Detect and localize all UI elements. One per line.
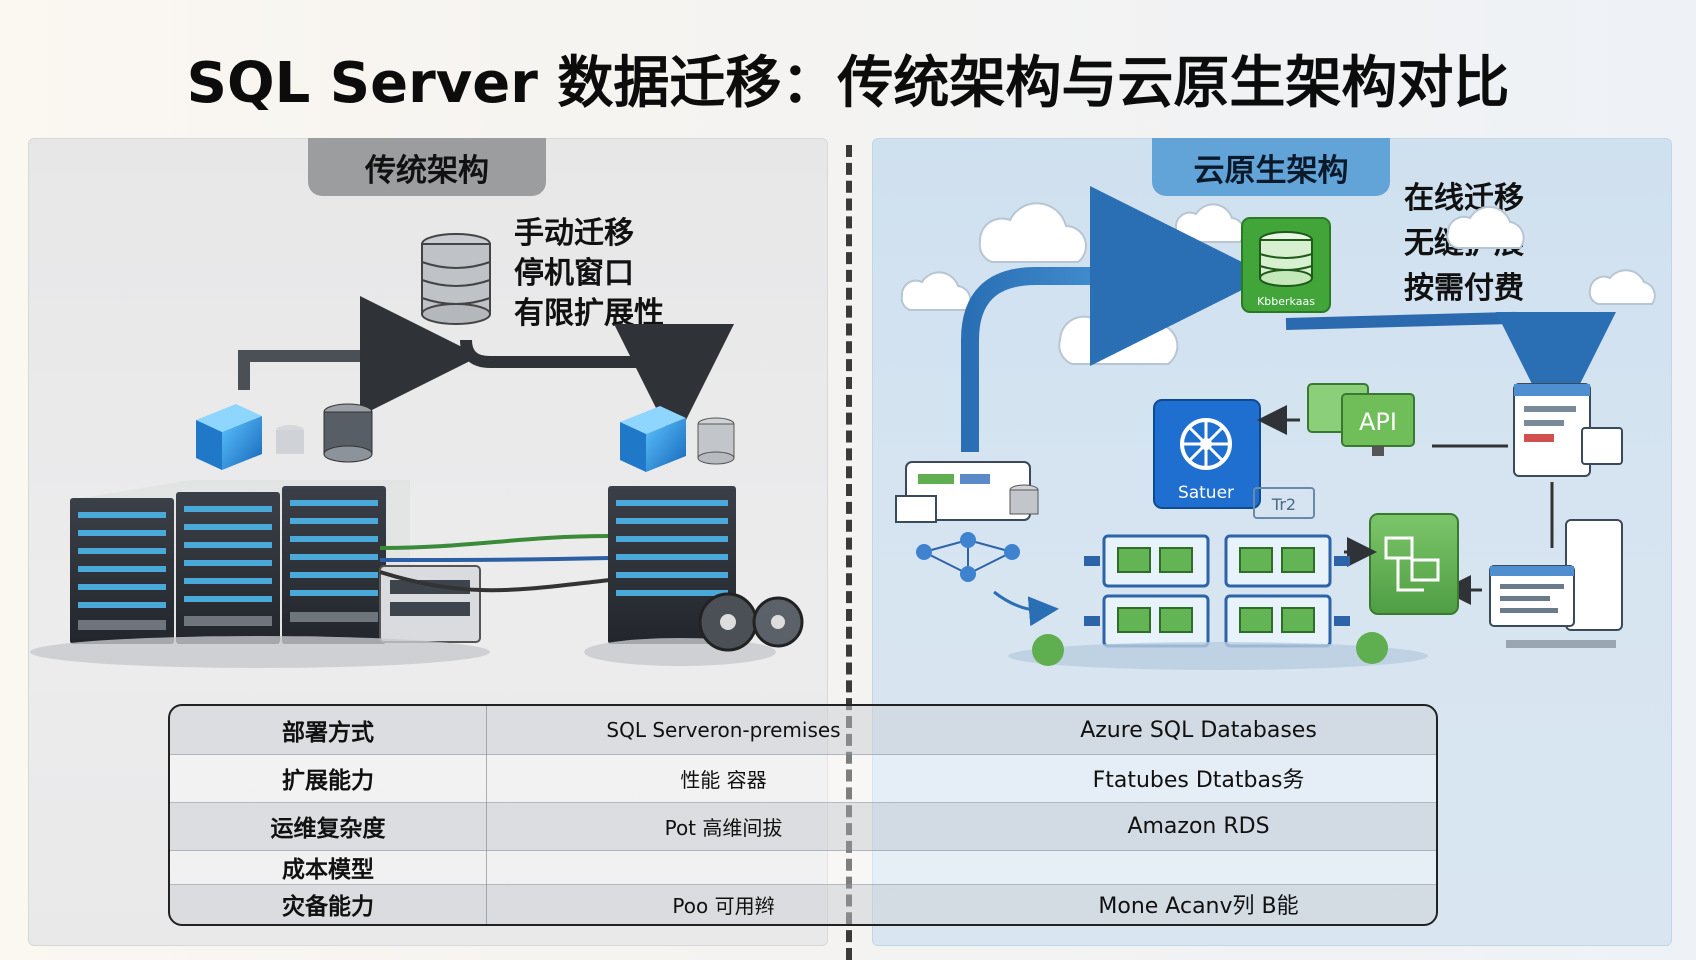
row-cloud-disaster-recovery: Mone Acanv列 B能 <box>1098 894 1299 919</box>
panel-divider <box>846 145 852 960</box>
row-label-scalability: 扩展能力 <box>282 768 374 794</box>
row-label-cost-model: 成本模型 <box>282 857 374 883</box>
source-server-rack <box>30 480 490 668</box>
database-stack-icon <box>421 233 491 325</box>
api-monitor-icon: API <box>1307 383 1415 456</box>
cloud-features: 在线迁移 无缝扩展 按需付费 <box>1404 176 1524 311</box>
network-mesh-icon <box>895 461 1039 582</box>
row-traditional-ops-complexity: Pot 高维间拔 <box>664 815 783 840</box>
target-server-rack <box>584 486 776 666</box>
tape-reel-icon <box>698 592 804 652</box>
application-window-icon <box>1513 383 1623 477</box>
service-label: Satuer <box>1178 483 1234 503</box>
row-label-disaster-recovery: 灾备能力 <box>282 894 374 920</box>
migration-arrow-to-kubernetes <box>961 186 1270 452</box>
migrate-arrow-in <box>238 296 480 416</box>
row-cloud-ops-complexity: Amazon RDS <box>1127 813 1270 839</box>
table-row: 扩展能力 性能 容器 Ftatubes Dtatbas务 <box>170 754 1436 803</box>
page-title: SQL Server 数据迁移：传统架构与云原生架构对比 <box>186 51 1510 116</box>
small-tag-label: Tr2 <box>1271 495 1296 514</box>
table-column-divider <box>486 706 487 924</box>
mesh-to-cluster-arrow <box>993 590 1059 627</box>
feature-manual-migration: 手动迁移 <box>514 216 634 251</box>
source-disks-icon <box>276 403 373 463</box>
table-row: 运维复杂度 Pot 高维间拔 Amazon RDS <box>170 802 1436 851</box>
target-cube-icon <box>620 406 686 472</box>
row-traditional-deployment: SQL Serveron-premises <box>606 718 841 742</box>
migrate-arrow-out <box>460 324 734 444</box>
feature-pay-as-you-go: 按需付费 <box>1404 271 1524 306</box>
dashboard-icon <box>1489 519 1623 648</box>
traditional-features: 手动迁移 停机窗口 有限扩展性 <box>514 214 664 334</box>
table-row: 成本模型 <box>170 850 1436 885</box>
row-label-deployment: 部署方式 <box>282 720 374 746</box>
small-tag-icon: Tr2 <box>1253 487 1315 519</box>
feature-online-migration: 在线迁移 <box>1404 181 1524 216</box>
feature-downtime-window: 停机窗口 <box>514 256 634 291</box>
network-cables <box>379 534 611 593</box>
container-cluster-icon <box>1008 534 1428 670</box>
row-traditional-scalability: 性能 容器 <box>680 767 767 792</box>
workflow-icon <box>1369 513 1459 615</box>
table-row: 灾备能力 Poo 可用辫 Mone Acanv列 B能 <box>170 884 1436 924</box>
traditional-tab: 传统架构 <box>308 138 546 196</box>
row-cloud-scalability: Ftatubes Dtatbas务 <box>1092 768 1305 793</box>
source-cube-icon <box>196 404 262 470</box>
row-label-ops-complexity: 运维复杂度 <box>270 816 386 842</box>
row-cloud-deployment: Azure SQL Databases <box>1080 717 1317 743</box>
service-wheel-icon: Satuer <box>1153 399 1261 509</box>
table-row: 部署方式 SQL Serveron-premises Azure SQL Dat… <box>170 706 1436 755</box>
kubernetes-database-icon: Kbberkaas <box>1241 217 1331 313</box>
target-disk-icon <box>697 417 735 465</box>
kubernetes-to-app-arrow <box>1285 311 1616 432</box>
row-traditional-disaster-recovery: Poo 可用辫 <box>672 893 775 918</box>
api-label: API <box>1359 408 1397 436</box>
kubernetes-label: Kbberkaas <box>1257 295 1315 308</box>
comparison-table: 部署方式 SQL Serveron-premises Azure SQL Dat… <box>168 704 1438 926</box>
